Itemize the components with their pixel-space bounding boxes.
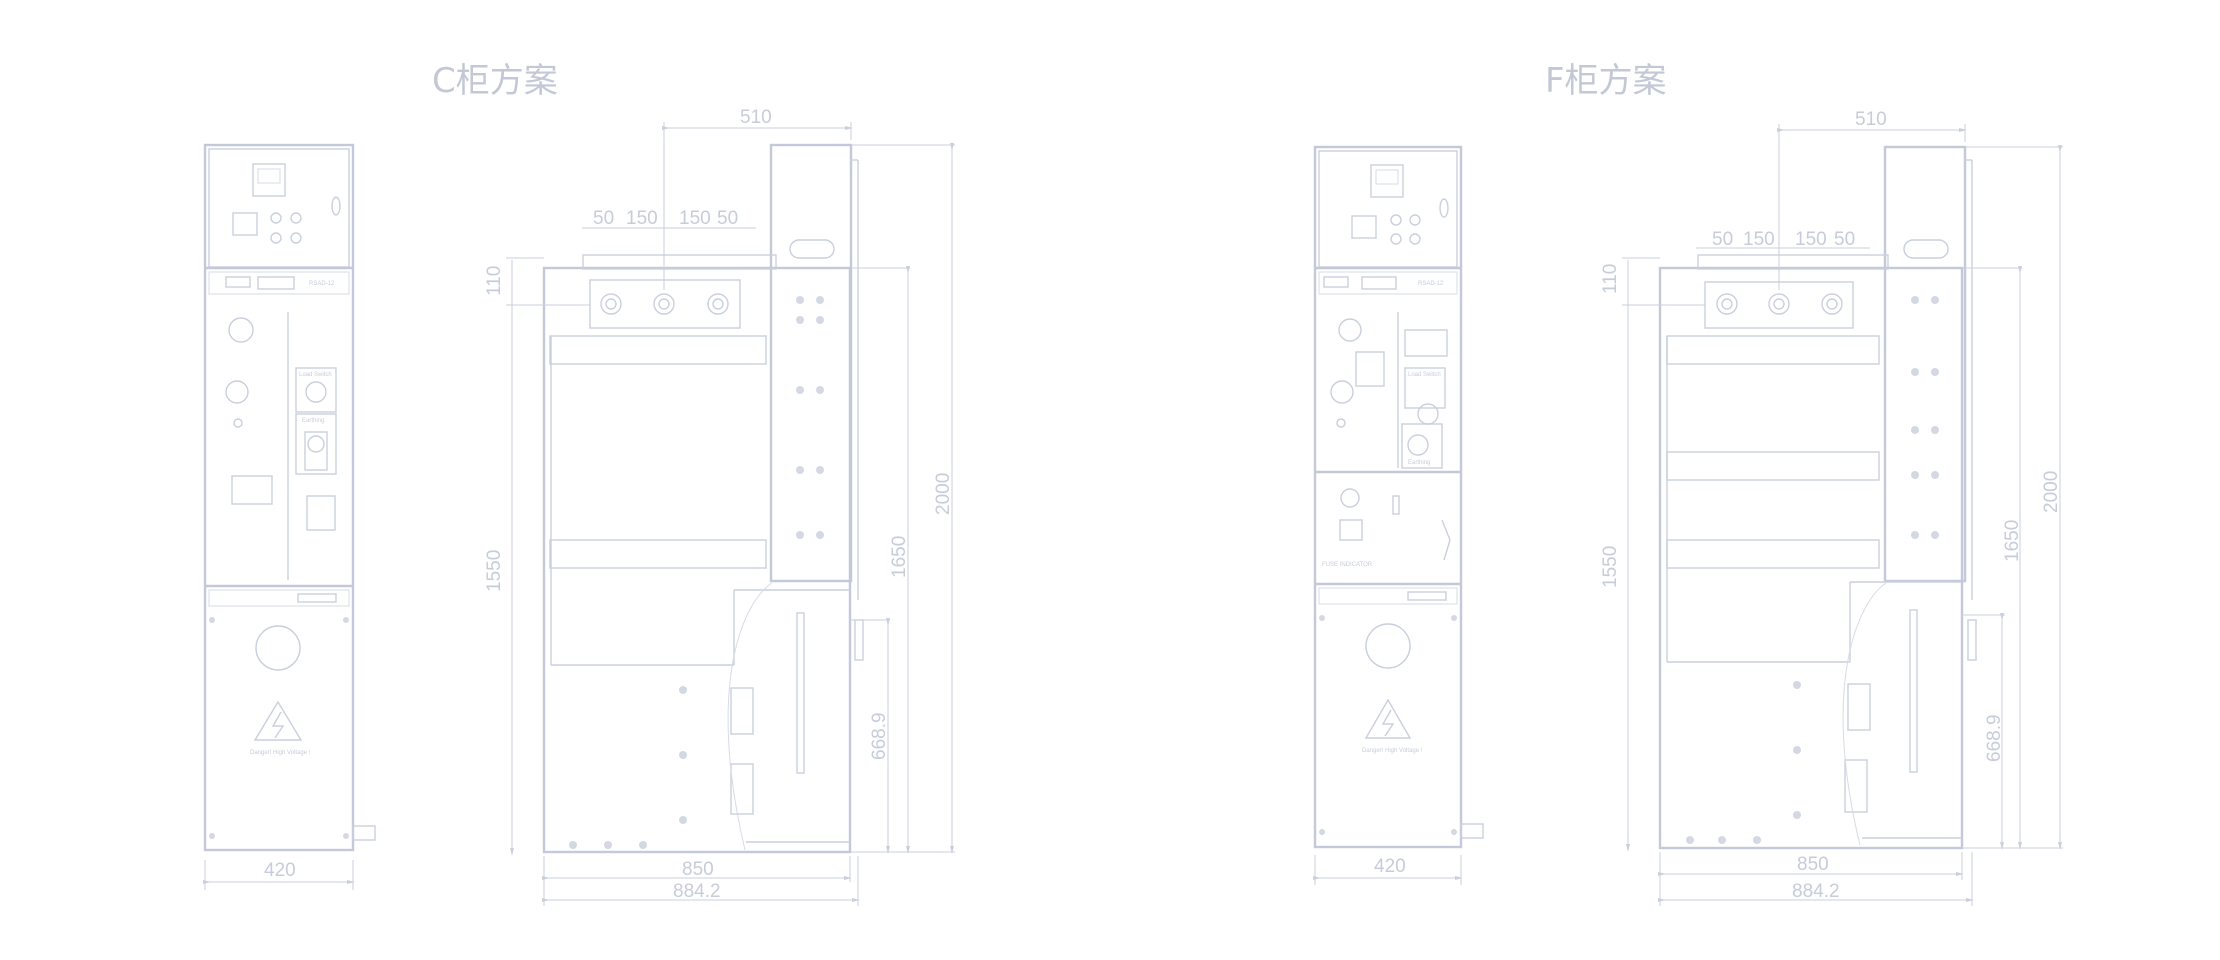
left-earthing: Earthing [302, 418, 324, 424]
right-front-width: 420 [1374, 856, 1406, 877]
left-title: C柜方案 [432, 61, 558, 101]
left-depth-850: 850 [682, 859, 714, 880]
left-bus-1: 50 [593, 208, 614, 229]
right-depth-884: 884.2 [1792, 881, 1840, 902]
right-top-width: 510 [1855, 109, 1887, 130]
left-model: RSAD-12 [309, 281, 335, 287]
left-bus-2: 150 [626, 208, 658, 229]
right-front-view: RSAD-12 Load Switch Earthing FUSE INDICA… [1313, 145, 1484, 885]
left-top-width: 510 [740, 107, 772, 128]
right-height-668: 668.9 [1984, 714, 2005, 762]
left-height-668: 668.9 [869, 712, 890, 760]
left-bus-3: 150 [679, 208, 711, 229]
right-earthing: Earthing [1408, 460, 1430, 466]
left-bus-4: 50 [717, 208, 738, 229]
right-height-2000: 2000 [2041, 471, 2062, 513]
right-title: F柜方案 [1545, 61, 1667, 101]
left-height-1650: 1650 [889, 536, 910, 578]
left-height-2000: 2000 [933, 473, 954, 515]
right-model: RSAD-12 [1418, 281, 1444, 287]
left-warning: Danger! High Voltage ! [250, 750, 311, 756]
right-side-view: 510 50 150 150 50 110 1550 668.9 1650 20… [1600, 109, 2063, 906]
right-height-110: 110 [1600, 264, 1621, 294]
left-depth-884: 884.2 [673, 881, 721, 902]
left-side-view: 510 50 150 150 50 110 1550 668.9 1650 20… [484, 107, 955, 906]
right-bus-4: 50 [1834, 229, 1855, 250]
right-load-switch: Load Switch [1408, 372, 1441, 378]
left-load-switch: Load Switch [299, 372, 332, 378]
right-depth-850: 850 [1797, 854, 1829, 875]
left-front-view: RSAD-12 Load Switch Earthing Danger! Hig… [203, 143, 376, 890]
right-bus-3: 150 [1795, 229, 1827, 250]
right-warning: Danger! High Voltage ! [1362, 748, 1423, 754]
left-height-110: 110 [484, 266, 505, 296]
right-bus-1: 50 [1712, 229, 1733, 250]
right-height-1550: 1550 [1600, 546, 1621, 588]
right-bus-2: 150 [1743, 229, 1775, 250]
right-fuse: FUSE INDICATOR [1322, 562, 1373, 568]
right-height-1650: 1650 [2002, 520, 2023, 562]
left-front-width: 420 [264, 860, 296, 881]
left-height-1550: 1550 [484, 550, 505, 592]
